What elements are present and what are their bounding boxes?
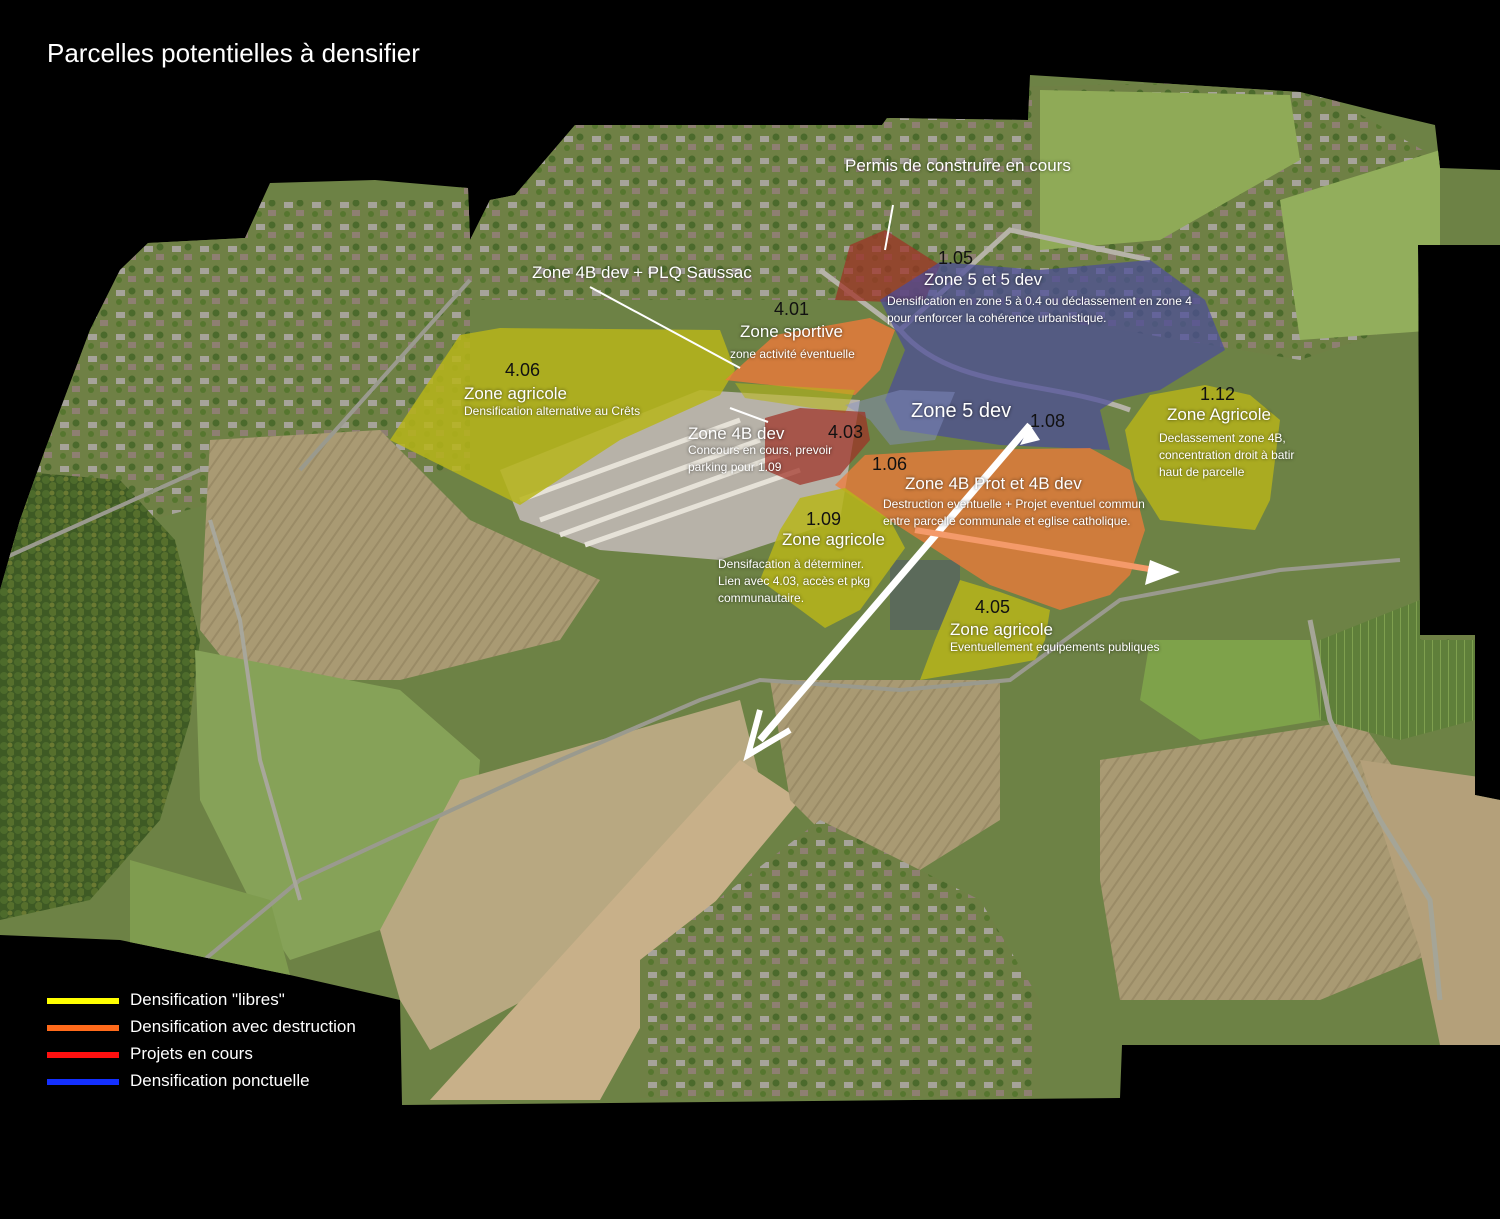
zone-1-05-name: Zone 5 et 5 dev <box>924 270 1043 289</box>
zone-1-12-number: 1.12 <box>1200 384 1236 404</box>
overlay-zones <box>390 230 1280 680</box>
zone-1-05-note: Densification en zone 5 à 0.4 ou déclass… <box>887 294 1192 325</box>
zone-1-05-number: 1.05 <box>938 248 974 268</box>
zone-1-12-name: Zone Agricole <box>1167 405 1271 424</box>
zone-1-06-name: Zone 4B Prot et 4B dev <box>905 474 1082 493</box>
overlay-1-08[interactable] <box>845 390 955 445</box>
zone-4-01-name: Zone sportive <box>740 322 843 341</box>
zone-1-08-number: 1.08 <box>1030 411 1066 431</box>
overlay-4-06[interactable] <box>390 328 735 505</box>
legend-label: Densification "libres" <box>130 990 285 1009</box>
zone-4-01-number: 4.01 <box>774 299 810 319</box>
zone-1-09-number: 1.09 <box>806 509 842 529</box>
zone-4-03-name: Zone 4B dev <box>688 424 785 443</box>
overlay-4-01[interactable] <box>725 318 895 395</box>
zone-1-09-name: Zone agricole <box>782 530 886 549</box>
overlay-1-09[interactable] <box>760 488 905 628</box>
callout-permis: Permis de construire en cours <box>845 156 1071 175</box>
zone-4-06-number: 4.06 <box>505 360 541 380</box>
legend-swatch <box>47 1079 119 1085</box>
overlay-5-dev[interactable] <box>880 260 1225 450</box>
overlay-4-01-green <box>735 383 855 413</box>
zone-4-06-note: Densification alternative au Crêts <box>464 404 641 418</box>
zone-4-05-name: Zone agricole <box>950 620 1054 639</box>
legend-swatch <box>47 1052 119 1058</box>
overlay-1-06[interactable] <box>835 448 1145 610</box>
overlay-4-05[interactable] <box>920 580 1050 680</box>
legend-swatch <box>47 1025 119 1031</box>
zone-4-03-number: 4.03 <box>828 422 864 442</box>
zone-4-03-note: Concours en cours, prevoir parking pour … <box>688 443 833 474</box>
zone-4-06-name: Zone agricole <box>464 384 568 403</box>
zone-1-06-number: 1.06 <box>872 454 908 474</box>
legend-label: Densification avec destruction <box>130 1017 356 1036</box>
zone-4-01-note: zone activité éventuelle <box>730 347 855 361</box>
pointer-lines <box>589 204 1180 762</box>
overlay-4-03[interactable] <box>765 408 870 485</box>
zone-1-12-note: Declassement zone 4B, concentration droi… <box>1159 431 1295 479</box>
overlay-1-12[interactable] <box>1125 385 1280 530</box>
legend-swatch <box>47 998 119 1004</box>
zone-1-06-note: Destruction eventuelle + Projet eventuel… <box>883 497 1145 528</box>
zone-1-09-note: Densifacation à déterminer. Lien avec 4.… <box>718 557 871 605</box>
page-title: Parcelles potentielles à densifier <box>47 38 420 68</box>
legend-label: Densification ponctuelle <box>130 1071 310 1090</box>
legend-label: Projets en cours <box>130 1044 253 1063</box>
zone-4-05-number: 4.05 <box>975 597 1011 617</box>
zone-4-05-note: Eventuellement equipements publiques <box>950 640 1160 654</box>
callout-plq-saussac: Zone 4B dev + PLQ Saussac <box>532 263 752 282</box>
zone-5-dev-label: Zone 5 dev <box>911 400 1012 422</box>
